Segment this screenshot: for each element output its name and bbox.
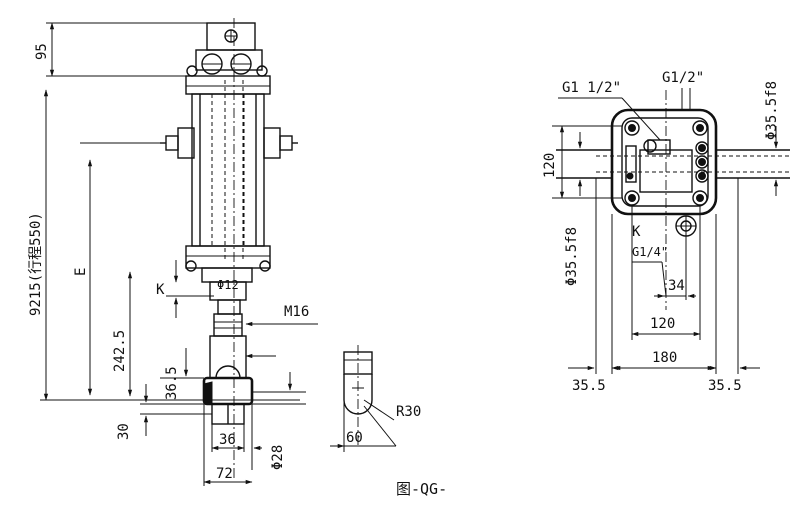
dim-35-5-right-label: 35.5 [708, 378, 742, 394]
dim-phi35-top-label: Φ35.5f8 [764, 81, 780, 140]
dim-30-label: 30 [116, 423, 132, 440]
top-view: G1 1/2" G1/2" Φ35.5f8 120 Φ35.5f8 K G1/4… [542, 70, 790, 394]
dim-k-label: K [156, 282, 165, 298]
dim-35-5-left-label: 35.5 [572, 378, 606, 394]
dim-e-label: E [73, 268, 89, 276]
dim-36-5-label: 36.5 [164, 366, 180, 400]
dim-phi28-label: Φ28 [270, 445, 286, 470]
dim-242-5-label: 242.5 [112, 330, 128, 372]
dim-72-label: 72 [216, 466, 233, 482]
dim-95-label: 95 [34, 43, 50, 60]
dim-g1-2-label: G1/2" [662, 70, 704, 86]
front-view: 95 9215(行程550) E 242.5 K Φ12 M16 36.5 [28, 18, 318, 486]
dim-phi35-left-label: Φ35.5f8 [564, 227, 580, 286]
dim-120-vertical-label: 120 [542, 153, 558, 178]
dim-120-horizontal-label: 120 [650, 316, 675, 332]
dim-34-label: 34 [668, 278, 685, 294]
dim-180-label: 180 [652, 350, 677, 366]
dim-total-length-label: 9215(行程550) [28, 212, 44, 316]
dim-k-top-label: K [632, 224, 641, 240]
dim-phi12-label: Φ12 [217, 278, 239, 292]
dim-g1-4-label: G1/4" [632, 245, 668, 259]
dim-60-label: 60 [346, 430, 363, 446]
figure-caption: 图-QG- [396, 480, 447, 498]
dim-m16-label: M16 [284, 304, 309, 320]
dim-g1-half-label: G1 1/2" [562, 80, 621, 96]
dim-r30-label: R30 [396, 404, 421, 420]
dim-36-label: 36 [219, 432, 236, 448]
clevis-detail: R30 60 [330, 345, 421, 452]
